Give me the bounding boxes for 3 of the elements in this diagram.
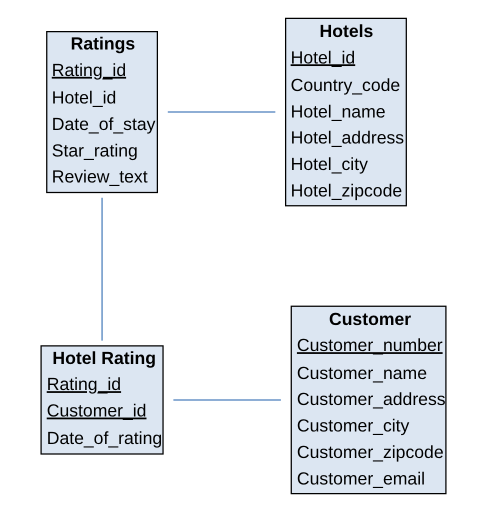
connector xyxy=(173,399,281,401)
connector xyxy=(101,198,103,341)
connector xyxy=(168,111,276,113)
